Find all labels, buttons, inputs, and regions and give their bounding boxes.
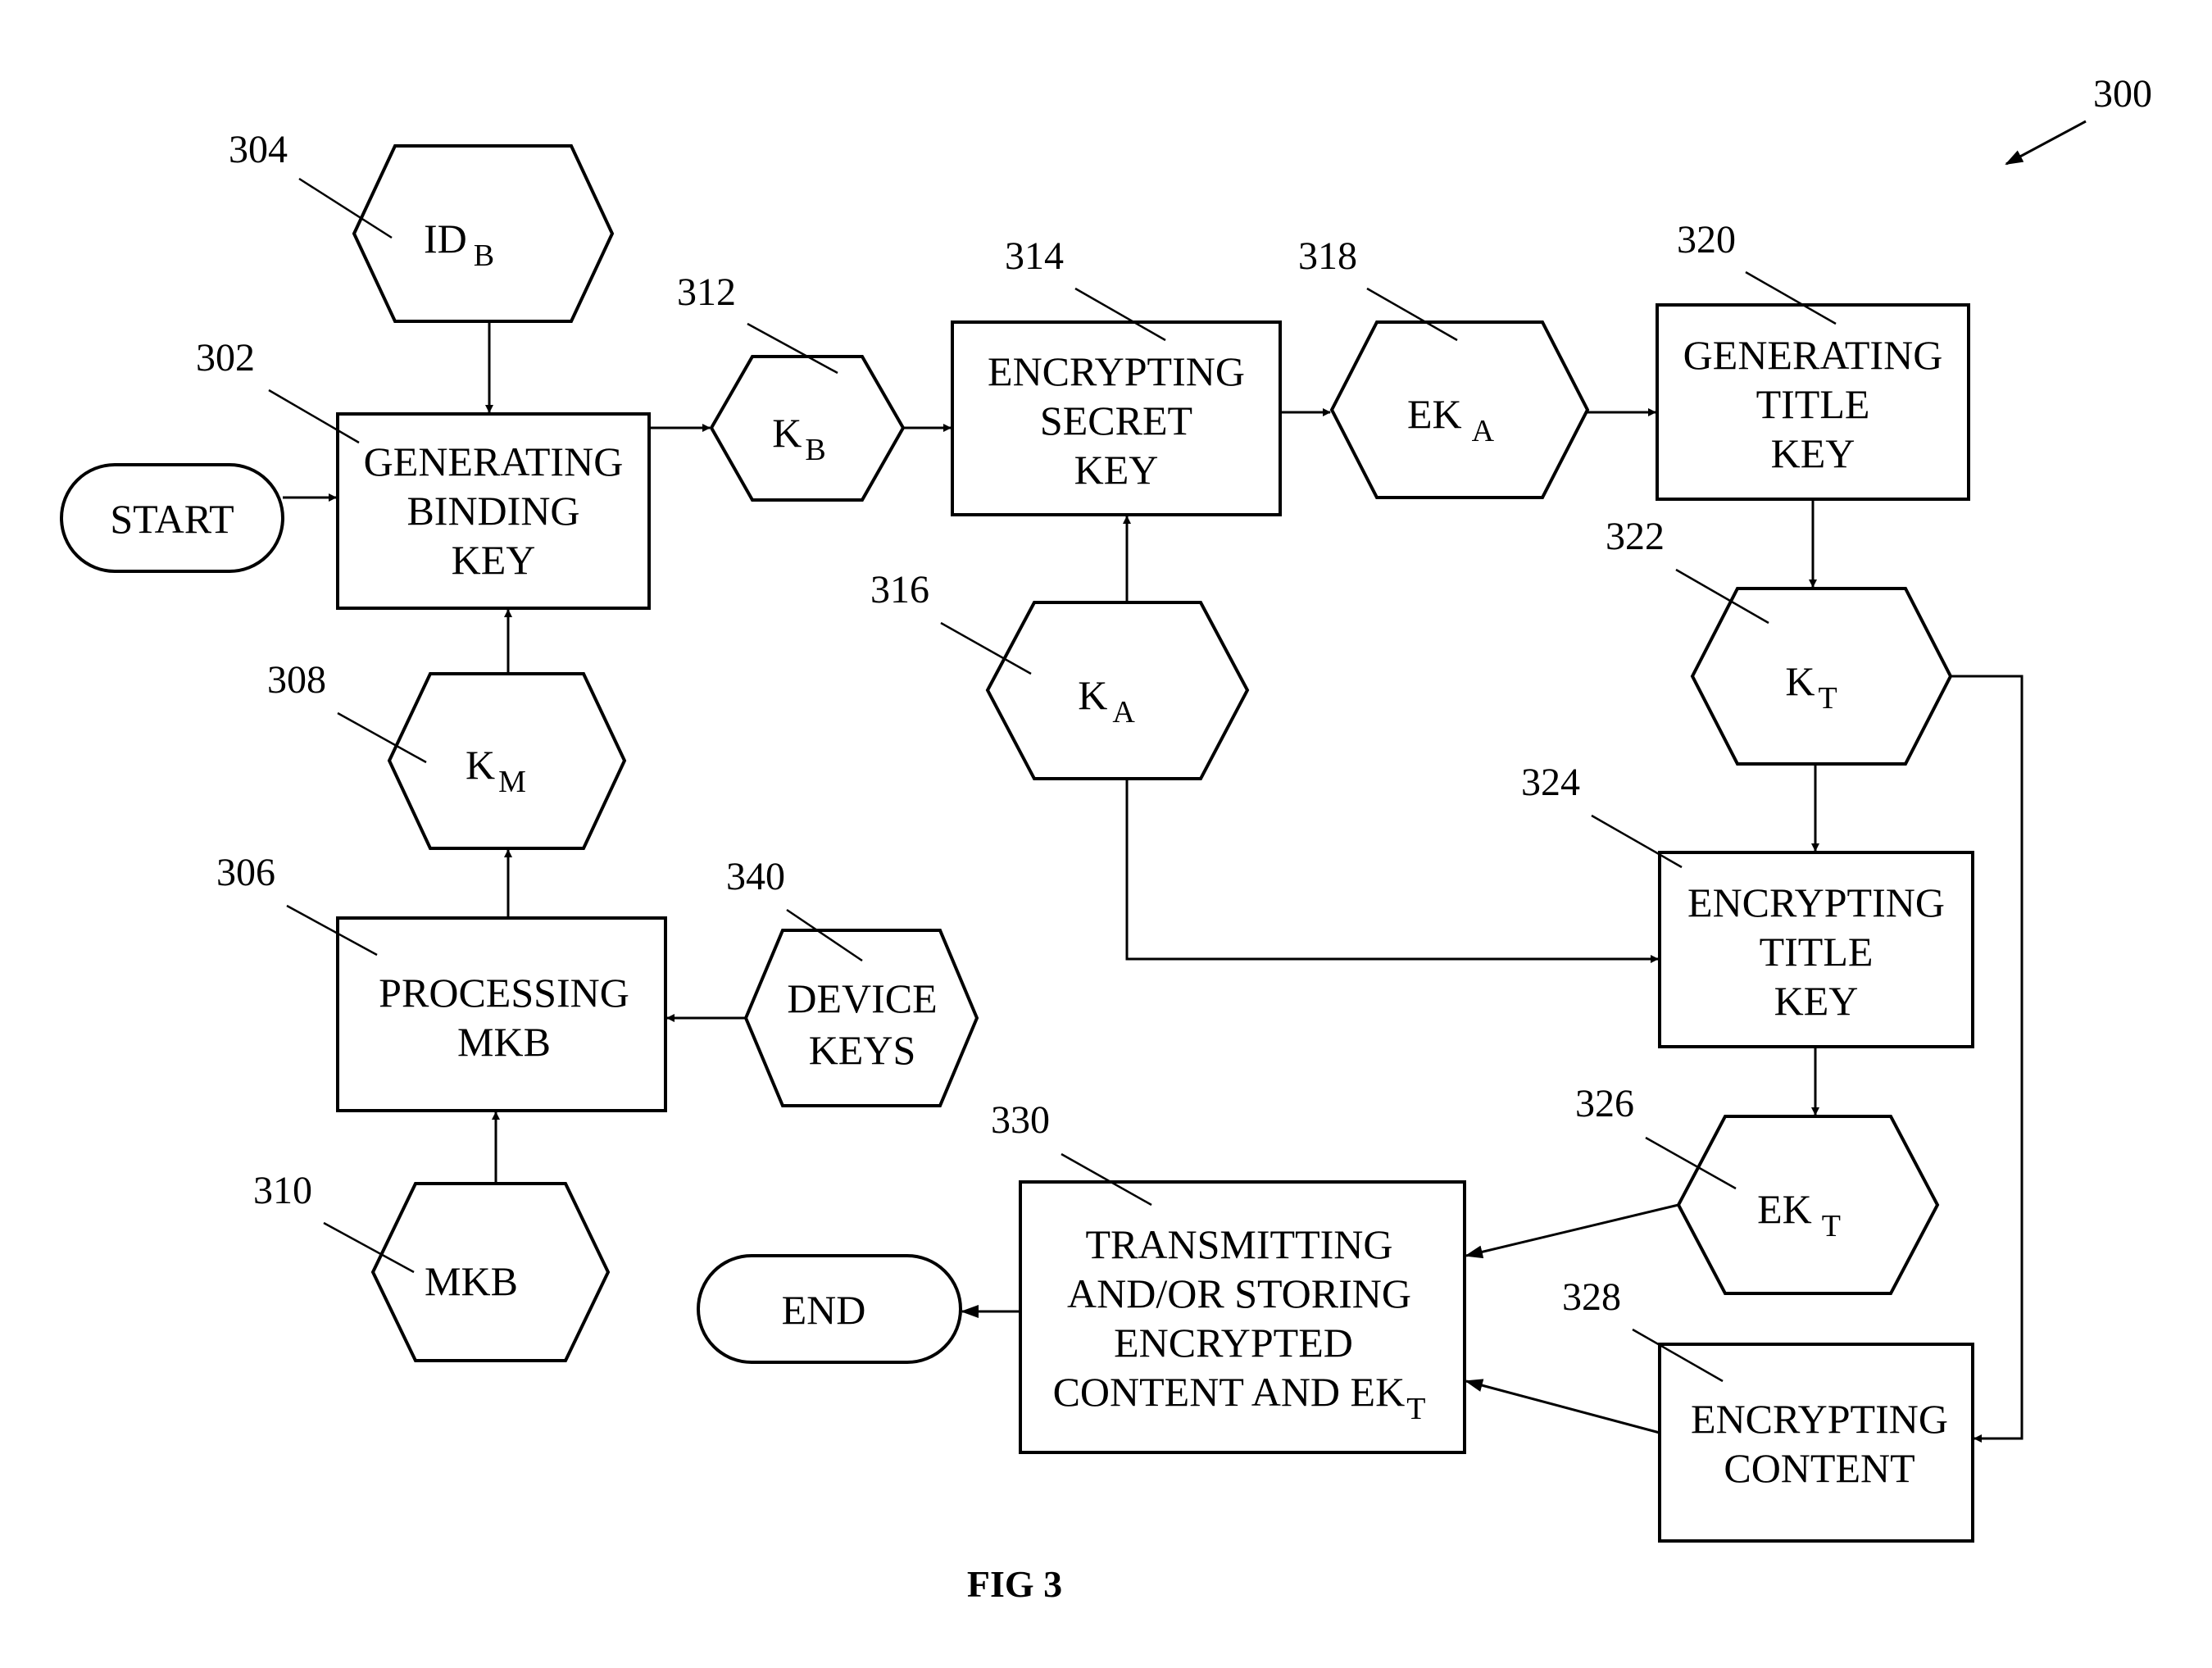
encrypting-secret-key-line-1: ENCRYPTING <box>988 348 1245 394</box>
mkb-label: MKB <box>425 1258 518 1304</box>
ek-t-main: EK <box>1757 1186 1812 1232</box>
k-a-hexagon: KA <box>988 602 1247 779</box>
device-keys-hexagon: DEVICE KEYS <box>746 930 977 1106</box>
ref-306: 306 <box>216 851 275 894</box>
generating-title-key-line-1: GENERATING <box>1683 332 1943 378</box>
generating-binding-key-line-2: BINDING <box>407 488 579 534</box>
ref-320: 320 <box>1677 218 1736 261</box>
ref-340: 340 <box>726 855 785 898</box>
ek-a-sub: A <box>1472 414 1495 448</box>
ref-322: 322 <box>1606 515 1665 558</box>
encrypting-title-key-line-1: ENCRYPTING <box>1687 879 1945 925</box>
start-terminator: START <box>61 465 283 571</box>
encrypting-secret-key-line-3: KEY <box>1074 447 1159 493</box>
generating-binding-key-line-3: KEY <box>452 537 536 583</box>
k-a-main: K <box>1078 672 1107 718</box>
ref-316: 316 <box>870 568 929 611</box>
k-t-sub: T <box>1818 681 1837 716</box>
ek-t-hexagon: EK T <box>1678 1116 1937 1293</box>
figure-ref-arrow <box>2006 121 2086 164</box>
encrypting-title-key-box: ENCRYPTING TITLE KEY <box>1660 852 1973 1047</box>
k-t-hexagon: KT <box>1692 589 1951 764</box>
ek-a-main: EK <box>1407 391 1462 437</box>
ref-326: 326 <box>1575 1082 1634 1125</box>
encrypting-content-box: ENCRYPTING CONTENT <box>1660 1344 1973 1541</box>
k-b-sub: B <box>805 433 825 467</box>
processing-mkb-box: PROCESSING MKB <box>338 918 665 1111</box>
mkb-hexagon: MKB <box>373 1184 608 1361</box>
transmitting-line-1: TRANSMITTING <box>1086 1221 1393 1267</box>
generating-binding-key-box: GENERATING BINDING KEY <box>338 414 649 608</box>
figure-ref-300: 300 <box>2093 72 2152 116</box>
arrow-322-to-328 <box>1951 676 2022 1438</box>
end-label: END <box>782 1287 866 1333</box>
arrow-316-to-324 <box>1127 779 1658 959</box>
encrypting-content-line-1: ENCRYPTING <box>1691 1396 1948 1442</box>
transmitting-storing-box: TRANSMITTING AND/OR STORING ENCRYPTED CO… <box>1020 1182 1465 1452</box>
ref-302: 302 <box>196 336 255 380</box>
generating-title-key-line-3: KEY <box>1771 430 1855 476</box>
ref-310: 310 <box>253 1169 312 1212</box>
arrow-328-to-330 <box>1466 1381 1660 1433</box>
id-b-main: ID <box>424 216 467 261</box>
ref-324: 324 <box>1521 761 1580 804</box>
generating-title-key-line-2: TITLE <box>1756 381 1870 427</box>
ref-328: 328 <box>1562 1275 1621 1319</box>
generating-binding-key-line-1: GENERATING <box>364 439 624 484</box>
processing-mkb-line-2: MKB <box>457 1019 551 1065</box>
end-terminator: END <box>698 1256 961 1362</box>
transmitting-line-4-sub: T <box>1406 1392 1425 1426</box>
encrypting-title-key-line-2: TITLE <box>1760 929 1874 975</box>
encrypting-title-key-line-3: KEY <box>1774 978 1859 1024</box>
ek-a-hexagon: EK A <box>1332 322 1587 498</box>
processing-mkb-line-1: PROCESSING <box>379 970 629 1016</box>
k-b-hexagon: KB <box>711 357 903 500</box>
transmitting-line-2: AND/OR STORING <box>1067 1270 1411 1316</box>
ref-318: 318 <box>1298 234 1357 278</box>
encrypting-secret-key-line-2: SECRET <box>1040 398 1192 443</box>
encrypting-secret-key-box: ENCRYPTING SECRET KEY <box>952 322 1280 515</box>
figure-caption: FIG 3 <box>967 1563 1062 1605</box>
transmitting-line-4-main: CONTENT AND EK <box>1053 1369 1406 1415</box>
encrypting-content-line-2: CONTENT <box>1724 1445 1914 1491</box>
ref-312: 312 <box>677 270 736 314</box>
id-b-hexagon: IDB <box>354 146 612 321</box>
transmitting-line-3: ENCRYPTED <box>1114 1320 1353 1366</box>
device-keys-line-1: DEVICE <box>787 975 937 1021</box>
device-keys-line-2: KEYS <box>809 1027 916 1073</box>
arrow-326-to-330 <box>1466 1205 1678 1256</box>
id-b-sub: B <box>474 239 494 273</box>
k-m-main: K <box>466 742 495 788</box>
ref-330: 330 <box>991 1098 1050 1142</box>
k-m-sub: M <box>498 765 526 799</box>
k-t-main: K <box>1785 658 1815 704</box>
ek-t-sub: T <box>1822 1209 1841 1243</box>
k-a-sub: A <box>1112 695 1135 729</box>
k-b-main: K <box>772 410 802 456</box>
generating-title-key-box: GENERATING TITLE KEY <box>1657 305 1969 499</box>
ref-308: 308 <box>267 658 326 702</box>
ref-314: 314 <box>1005 234 1064 278</box>
ref-304: 304 <box>229 128 288 171</box>
start-label: START <box>110 496 234 542</box>
